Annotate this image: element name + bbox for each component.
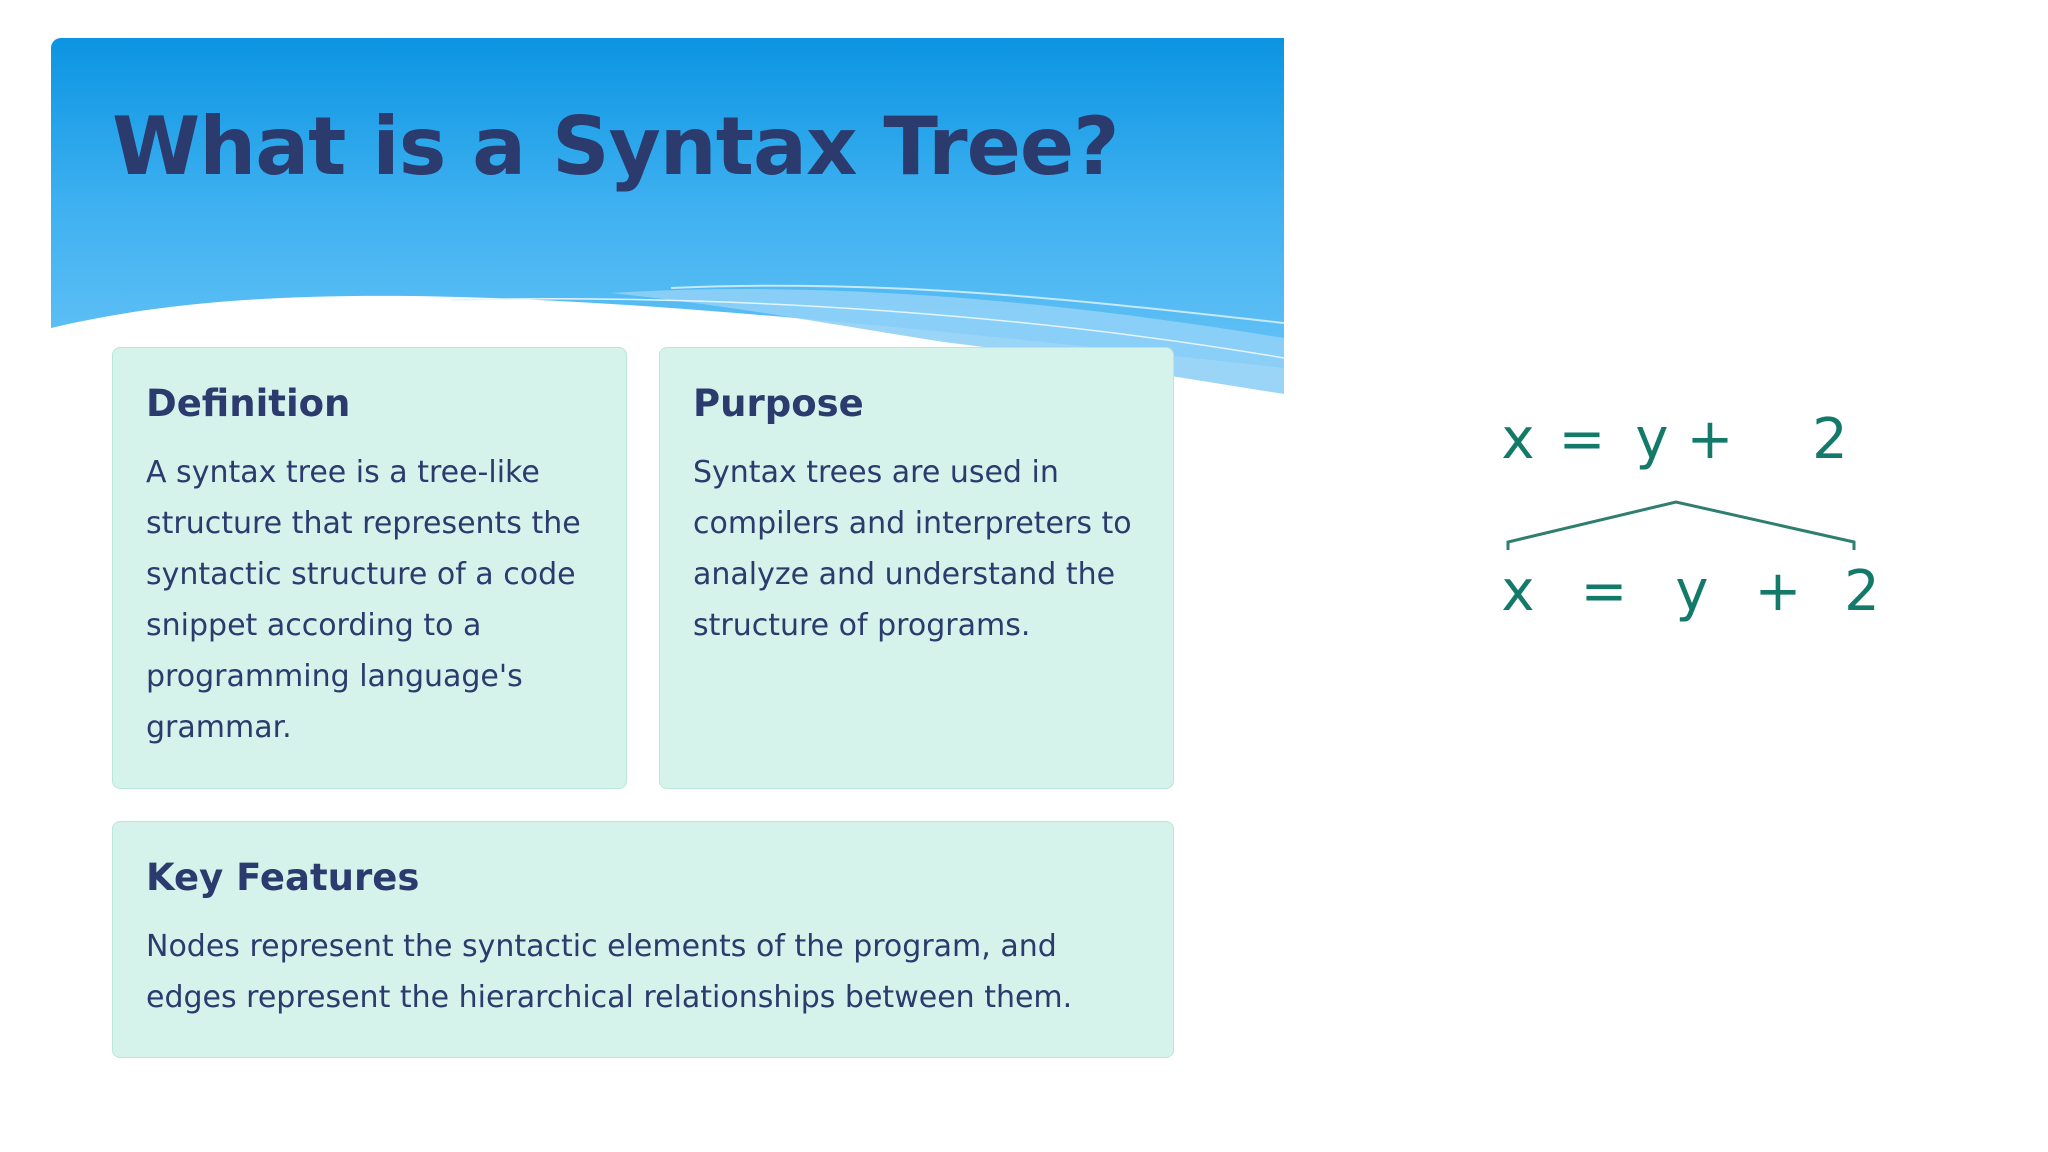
key-features-title: Key Features	[146, 856, 420, 899]
diagram-top-plus: +	[1687, 407, 1734, 472]
purpose-title: Purpose	[693, 382, 864, 425]
slide-title: What is a Syntax Tree?	[112, 100, 1120, 193]
diagram-top-2: 2	[1812, 407, 1848, 472]
diagram-tree-bracket	[1506, 500, 1856, 550]
diagram-bottom-equals: =	[1581, 559, 1628, 624]
header-wave	[51, 284, 1284, 400]
diagram-top-x: x	[1501, 407, 1534, 472]
diagram-top-y: y	[1635, 407, 1668, 472]
definition-title: Definition	[146, 382, 351, 425]
diagram-top-equals: =	[1559, 407, 1606, 472]
syntax-tree-diagram: x = y + 2 x = y + 2	[1501, 407, 1880, 624]
key-features-body: Nodes represent the syntactic elements o…	[146, 929, 1073, 1015]
header-band	[51, 38, 1284, 400]
definition-body: A syntax tree is a tree-like structure t…	[146, 455, 581, 745]
diagram-bottom-y: y	[1675, 559, 1708, 624]
purpose-card: Purpose Syntax trees are used in compile…	[659, 347, 1174, 789]
purpose-body: Syntax trees are used in compilers and i…	[693, 455, 1132, 643]
diagram-bottom-x: x	[1501, 559, 1534, 624]
diagram-bottom-2: 2	[1844, 559, 1880, 624]
diagram-bottom-plus: +	[1755, 559, 1802, 624]
key-features-card: Key Features Nodes represent the syntact…	[112, 821, 1174, 1058]
definition-card: Definition A syntax tree is a tree-like …	[112, 347, 627, 789]
